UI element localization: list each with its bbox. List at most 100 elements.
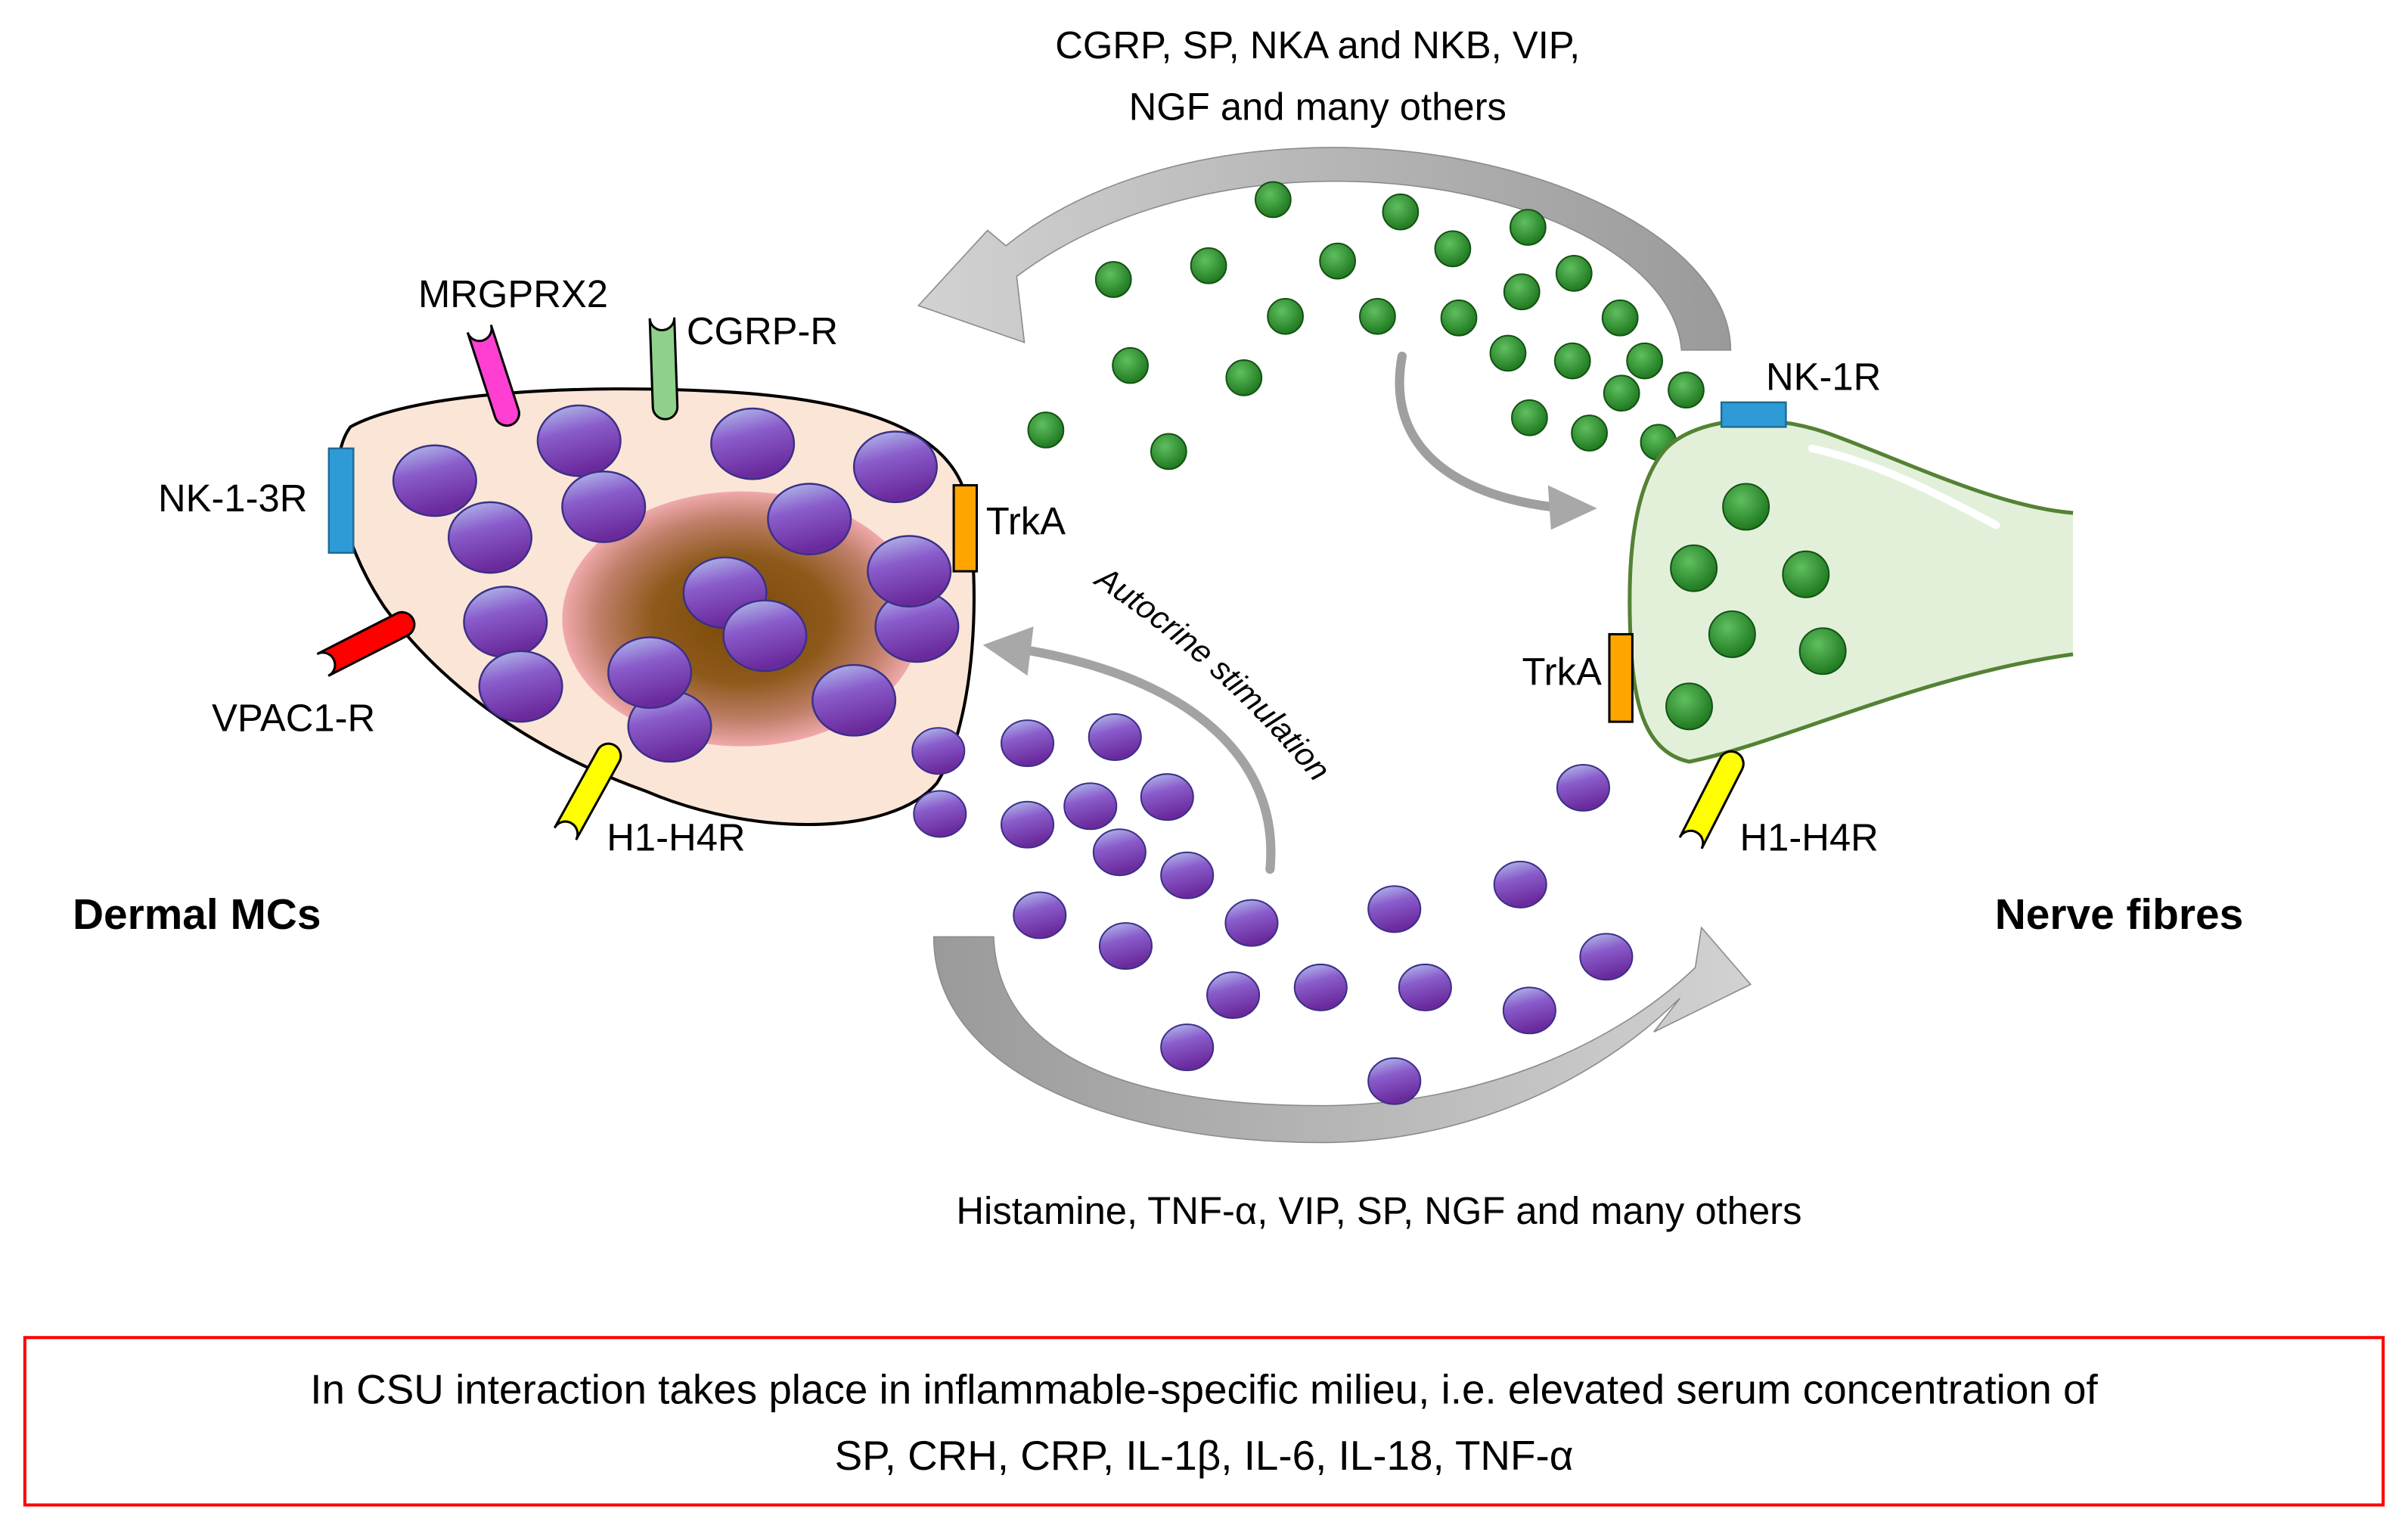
neuropeptide-vesicle	[1555, 255, 1593, 292]
released-granule	[1367, 1057, 1422, 1105]
released-granule	[1098, 922, 1153, 971]
neuropeptide-vesicle	[1027, 412, 1065, 449]
neuropeptide-vesicle	[1150, 433, 1187, 471]
neuropeptide-vesicle	[1319, 242, 1356, 280]
neuropeptide-vesicle	[1489, 334, 1527, 372]
peptide-to-nerve-arrow	[1395, 351, 1556, 512]
neuropeptide-vesicle	[1267, 297, 1304, 335]
released-granule	[1092, 828, 1147, 877]
neuropeptide-vesicle	[1601, 299, 1639, 337]
neuropeptide-vesicle	[1225, 359, 1263, 396]
neuropeptide-vesicle	[1190, 247, 1227, 284]
granule	[478, 650, 563, 723]
nerve-h1-h4r-label: H1-H4R	[1740, 816, 1879, 859]
granule	[767, 483, 852, 556]
granule	[447, 501, 533, 574]
nk-1-3r-receptor	[327, 447, 355, 554]
released-granule	[1013, 891, 1067, 939]
mast-cell-h1-h4r-receptor	[553, 742, 622, 840]
granule	[811, 663, 897, 737]
released-granule	[1088, 713, 1142, 761]
released-granule	[1367, 885, 1422, 933]
released-granule	[1140, 773, 1194, 821]
mrgprx2-receptor	[466, 324, 520, 427]
nerve-trka-receptor	[1608, 632, 1634, 723]
released-granule	[1493, 860, 1547, 908]
neuropeptide-vesicle	[1668, 371, 1705, 409]
nerve-to-mast-cell-arrow	[917, 147, 1732, 351]
note-line1: In CSU interaction takes place in inflam…	[310, 1366, 2098, 1413]
neuropeptide-vesicle	[1359, 297, 1396, 335]
mast-cell-granules	[392, 404, 960, 763]
cgrp-r-receptor	[648, 317, 679, 421]
released-granule	[1063, 782, 1118, 831]
released-granule	[913, 790, 967, 838]
neuropeptide-vesicle	[1112, 346, 1149, 384]
nerve-fibre-highlight	[1808, 444, 2000, 530]
released-granule	[1293, 963, 1348, 1011]
dermal-mast-cell	[336, 387, 976, 827]
nerve-h1-h4r-receptor-shape	[1678, 750, 1745, 849]
released-granule	[1556, 763, 1610, 812]
neuropeptide-vesicle	[1382, 193, 1420, 231]
released-granule	[1206, 971, 1261, 1020]
neuropeptide-vesicle	[1626, 342, 1664, 380]
granule	[536, 404, 622, 477]
released-granule	[1579, 933, 1634, 981]
top-mediators-line1: CGRP, SP, NKA and NKB, VIP,	[1055, 23, 1580, 67]
released-granule	[1160, 1023, 1215, 1072]
nk-1r-label: NK-1R	[1766, 356, 1881, 399]
neuropeptide-vesicle	[1571, 415, 1608, 452]
neuropeptide-vesicle	[1553, 342, 1591, 380]
neuropeptide-vesicle	[1434, 230, 1472, 268]
granule	[710, 407, 796, 480]
neuropeptide-vesicle	[1603, 374, 1640, 412]
granule	[463, 585, 548, 659]
released-granule	[1224, 899, 1279, 947]
neuropeptide-vesicle	[1094, 261, 1132, 298]
nerve-vesicle	[1722, 483, 1770, 531]
nerve-vesicle	[1798, 627, 1847, 675]
nerve-vesicle	[1670, 544, 1718, 592]
nerve-fibre	[1628, 418, 2074, 764]
mrgprx2-label: MRGPRX2	[418, 272, 608, 315]
nerve-vesicles	[1665, 483, 1847, 731]
nk-1r-receptor	[1720, 401, 1787, 428]
neuropeptide-vesicle	[1511, 399, 1548, 436]
nerve-fibres-label: Nerve fibres	[1995, 891, 2244, 939]
nerve-h1-h4r-receptor	[1678, 750, 1745, 849]
mast-cell-h1-h4r-receptor-shape	[553, 742, 622, 840]
autocrine-arrowhead	[982, 626, 1034, 676]
dermal-mcs-label: Dermal MCs	[73, 891, 321, 939]
nerve-vesicle	[1708, 610, 1756, 658]
note-line2: SP, CRH, CRP, IL-1β, IL-6, IL-18, TNF-α	[835, 1432, 1574, 1479]
granule	[852, 430, 938, 504]
vpac1-r-label: VPAC1-R	[212, 696, 375, 739]
neuropeptide-vesicle	[1509, 209, 1547, 246]
peptide-to-nerve-arrowhead	[1547, 485, 1597, 530]
mast-cell-to-nerve-arrow	[932, 926, 1752, 1144]
released-granule	[1001, 719, 1055, 768]
released-granules	[911, 713, 1634, 1105]
released-granule	[1398, 963, 1452, 1011]
released-granule	[1502, 986, 1556, 1035]
vpac1-r-receptor-shape	[316, 610, 416, 677]
granule	[561, 471, 647, 543]
mast-cell-h1-h4r-label: H1-H4R	[607, 816, 745, 859]
top-mediators-line2: NGF and many others	[1129, 85, 1507, 128]
nk-1-3r-label: NK-1-3R	[158, 477, 307, 520]
note-box	[23, 1336, 2385, 1507]
granule	[607, 636, 693, 710]
nerve-vesicle	[1665, 682, 1713, 731]
mast-cell-trka-receptor	[952, 484, 979, 573]
vpac1-r-receptor	[316, 610, 416, 677]
mrgprx2-receptor-shape	[466, 324, 520, 427]
cgrp-r-receptor-shape	[648, 317, 679, 421]
nerve-vesicle	[1782, 550, 1830, 598]
released-granule	[911, 727, 966, 775]
released-neuropeptides	[1027, 181, 1705, 471]
autocrine-arrow	[1027, 646, 1276, 874]
neuropeptide-vesicle	[1503, 273, 1541, 311]
nerve-fibre-membrane	[1628, 418, 2074, 764]
